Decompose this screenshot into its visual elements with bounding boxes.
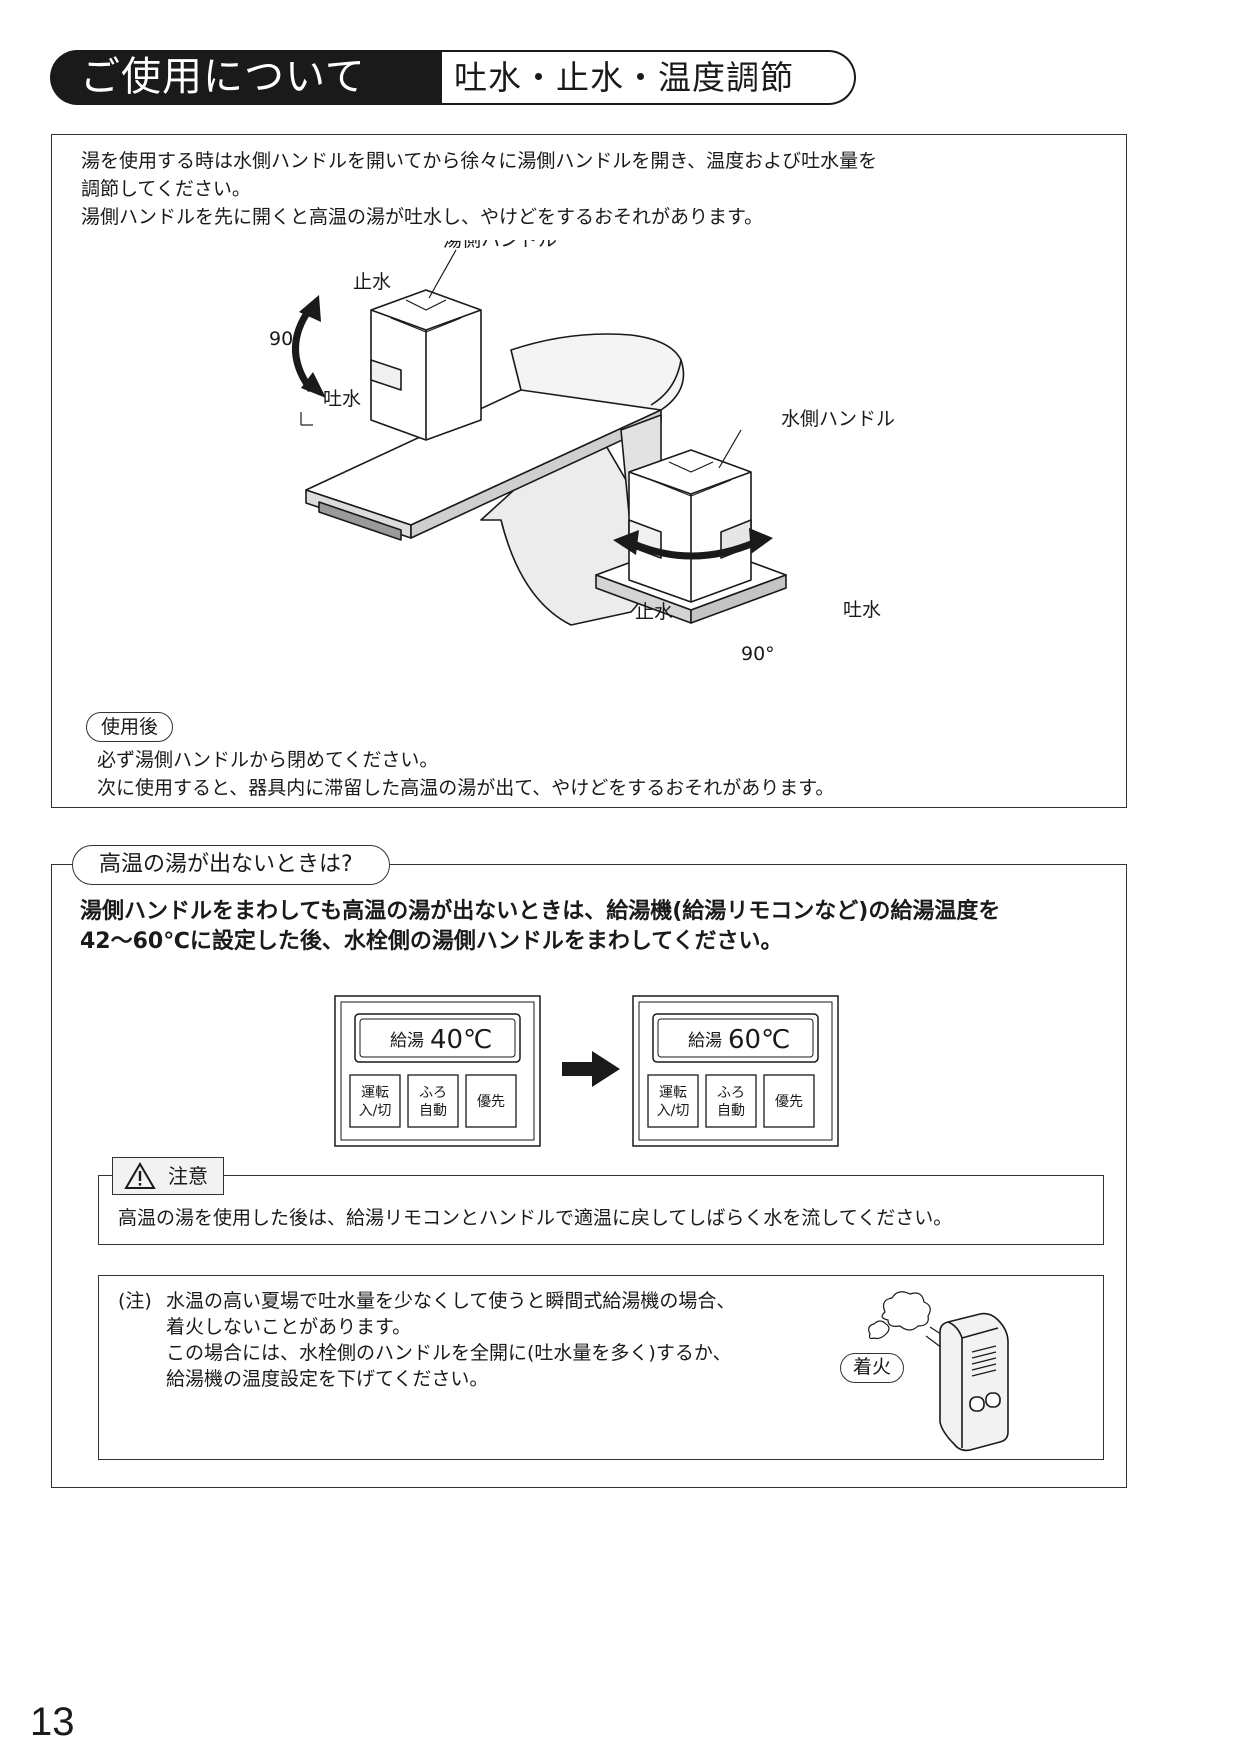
cold-handle-label: 水側ハンドル: [781, 408, 895, 430]
warning-triangle-icon: [124, 1162, 156, 1189]
priority-button-label: 優先: [775, 1094, 803, 1110]
after-use-line: 必ず湯側ハンドルから閉めてください。: [97, 749, 439, 771]
arrow-head-icon: [299, 295, 321, 322]
bath-button-line2: 自動: [419, 1103, 447, 1119]
ignition-label: 着火: [840, 1353, 905, 1383]
priority-button-label: 優先: [477, 1094, 505, 1110]
before-display-prefix: 給湯: [390, 1031, 424, 1051]
arrow-head-icon: [613, 530, 639, 555]
arrow-right-icon: [562, 1051, 620, 1087]
note-line: この場合には、水栓側のハンドルを全開に(吐水量を多く)するか、: [166, 1342, 732, 1364]
note-box: [98, 1275, 1104, 1460]
after-use-text: 必ず湯側ハンドルから閉めてください。 次に使用すると、器具内に滞留した高温の湯が…: [97, 746, 1097, 802]
page-number: 13: [30, 1700, 75, 1744]
note-line: 着火しないことがあります。: [166, 1316, 412, 1338]
cold-angle-label: 90°: [741, 643, 775, 665]
bath-button-line1: ふろ: [717, 1085, 745, 1101]
caution-tab: [112, 1157, 224, 1195]
power-button-line2: 入/切: [359, 1103, 392, 1119]
hot-handle-label: 湯側ハンドル: [443, 240, 557, 251]
lead-line: 42～60℃に設定した後、水栓側の湯側ハンドルをまわしてください。: [80, 929, 783, 954]
smoke-icon: [868, 1291, 951, 1349]
lead-line: 湯側ハンドルをまわしても高温の湯が出ないときは、給湯機(給湯リモコンなど)の給湯…: [80, 899, 1001, 924]
hot-angle-label: 90°: [269, 328, 303, 350]
bath-button-line1: ふろ: [419, 1085, 447, 1101]
after-display-temp: 60℃: [728, 1025, 790, 1055]
water-heater-illustration: [868, 1291, 1009, 1452]
section-subtitle: 吐水・止水・温度調節: [436, 50, 856, 105]
arrow-head-icon: [301, 372, 326, 398]
remote-controls-illustration: 給湯 40℃ 給湯 60℃ 運転 入/切 ふろ 自動 優先 運転 入/切 ふろ …: [334, 995, 839, 1147]
caution-text: 高温の湯を使用した後は、給湯リモコンとハンドルで適温に戻してしばらく水を流してく…: [118, 1207, 953, 1229]
no-hot-water-lead: 湯側ハンドルをまわしても高温の湯が出ないときは、給湯機(給湯リモコンなど)の給湯…: [80, 897, 1120, 957]
note-text: 水温の高い夏場で吐水量を少なくして使うと瞬間式給湯機の場合、 着火しないことがあ…: [166, 1288, 806, 1392]
hot-discharge-label: 吐水: [323, 388, 361, 410]
caution-label: 注意: [168, 1164, 208, 1188]
usage-intro: 湯を使用する時は水側ハンドルを開いてから徐々に湯側ハンドルを開き、温度および吐水…: [81, 147, 1081, 231]
rotation-arrow-icon: [627, 538, 758, 560]
note-mark: (注): [118, 1290, 152, 1312]
cold-stop-label: 止水: [635, 601, 673, 623]
after-display-prefix: 給湯: [688, 1031, 722, 1051]
water-heater-icon: [939, 1312, 1009, 1452]
hot-stop-label: 止水: [353, 271, 391, 293]
intro-line: 調節してください。: [81, 178, 251, 200]
before-display-temp: 40℃: [430, 1025, 492, 1055]
faucet-illustration: 湯側ハンドル 止水 90° 吐水 水側ハンドル 止水 吐水 90°: [269, 240, 895, 665]
caution-box: [98, 1175, 1104, 1245]
intro-line: 湯を使用する時は水側ハンドルを開いてから徐々に湯側ハンドルを開き、温度および吐水…: [81, 150, 878, 172]
no-hot-water-box: [51, 864, 1127, 1488]
power-button-line2: 入/切: [657, 1103, 690, 1119]
arrow-head-icon: [749, 528, 773, 554]
bath-button-line2: 自動: [717, 1103, 745, 1119]
no-hot-water-title: 高温の湯が出ないときは?: [72, 845, 390, 885]
usage-box: [51, 134, 1127, 808]
intro-line: 湯側ハンドルを先に開くと高温の湯が吐水し、やけどをするおそれがあります。: [81, 206, 764, 228]
section-title: ご使用について: [50, 50, 442, 105]
power-button-line1: 運転: [361, 1085, 389, 1101]
cold-discharge-label: 吐水: [843, 599, 881, 621]
power-button-line1: 運転: [659, 1085, 687, 1101]
after-use-label: 使用後: [86, 712, 174, 742]
after-use-line: 次に使用すると、器具内に滞留した高温の湯が出て、やけどをするおそれがあります。: [97, 777, 835, 799]
note-line: 給湯機の温度設定を下げてください。: [166, 1368, 489, 1390]
note-line: 水温の高い夏場で吐水量を少なくして使うと瞬間式給湯機の場合、: [166, 1290, 736, 1312]
